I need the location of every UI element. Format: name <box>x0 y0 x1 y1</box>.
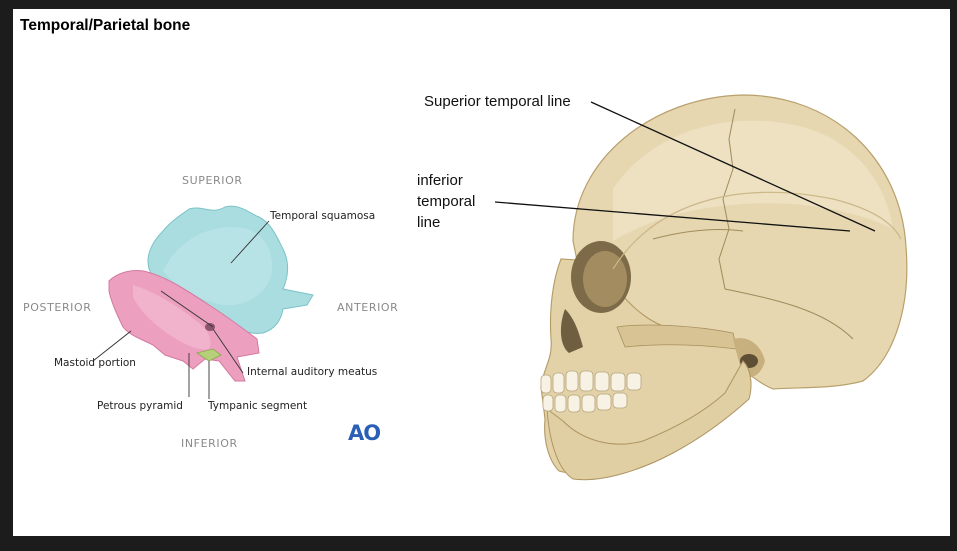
label-internal-auditory-meatus: Internal auditory meatus <box>247 366 378 378</box>
label-inferior-temporal-line-word2: temporal <box>417 193 476 210</box>
label-inferior-temporal-line-word1: inferior <box>417 172 463 189</box>
direction-superior: SUPERIOR <box>182 174 243 187</box>
slide-canvas: Temporal/Parietal bone <box>13 9 950 536</box>
skull-illustration <box>540 94 908 481</box>
label-temporal-squamosa: Temporal squamosa <box>270 210 376 222</box>
label-petrous-pyramid: Petrous pyramid <box>97 400 183 412</box>
label-inferior-temporal-line: inferior temporal line <box>417 170 475 233</box>
label-superior-temporal-line: Superior temporal line <box>424 93 571 110</box>
direction-inferior: INFERIOR <box>181 437 238 450</box>
temporal-bone-illustration <box>92 94 908 481</box>
inferior-temporal-line-pointer <box>494 201 851 232</box>
direction-posterior: POSTERIOR <box>23 301 92 314</box>
label-inferior-temporal-line-word3: line <box>417 214 441 231</box>
direction-anterior: ANTERIOR <box>337 301 399 314</box>
ao-logo: AO <box>348 421 381 445</box>
slide-title: Temporal/Parietal bone <box>20 17 191 34</box>
label-tympanic-segment: Tympanic segment <box>208 400 308 412</box>
tympanic-segment-shape <box>196 348 222 362</box>
superior-temporal-line-pointer <box>590 101 876 232</box>
label-mastoid-portion: Mastoid portion <box>54 357 136 369</box>
